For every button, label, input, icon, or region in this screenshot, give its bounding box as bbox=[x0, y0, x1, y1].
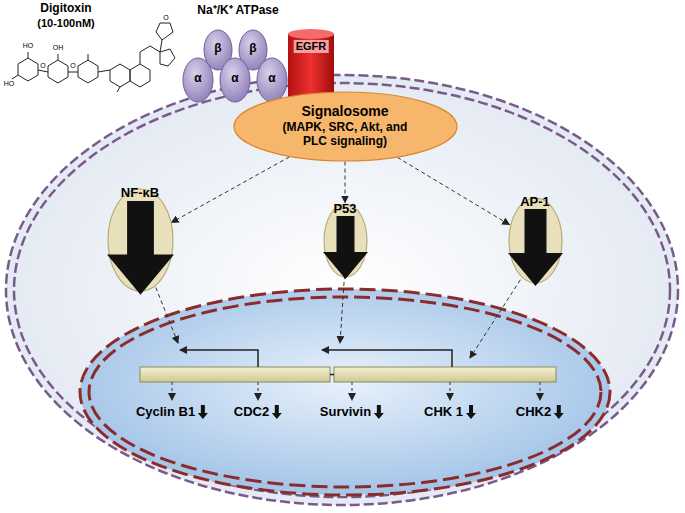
subunit-letter-holder: β bbox=[214, 42, 221, 56]
node-text: Signalosome bbox=[270, 103, 420, 120]
node-content: Signalosome(MAPK, SRC, Akt, and PLC sign… bbox=[233, 91, 458, 162]
node-text: (MAPK, SRC, Akt, and PLC signaling) bbox=[270, 120, 420, 149]
atom-label: HO bbox=[23, 42, 34, 50]
subunit-letter: α bbox=[268, 72, 275, 86]
signal-arrow bbox=[397, 157, 509, 224]
subunit-letter: β bbox=[214, 42, 221, 56]
atom-label: OH bbox=[53, 44, 64, 52]
factor-ellipse: NF-κB bbox=[107, 188, 174, 292]
decrease-arrow bbox=[272, 405, 282, 419]
subunit-letter: α bbox=[194, 72, 201, 86]
gene-product: CHK2 bbox=[516, 405, 551, 420]
subunit-letter: β bbox=[249, 42, 256, 56]
gene-box bbox=[334, 367, 556, 382]
regulation-arrow bbox=[470, 268, 528, 358]
digitoxin-structure bbox=[12, 23, 175, 92]
decrease-arrow bbox=[466, 405, 476, 419]
node-text: AP-1 bbox=[520, 194, 550, 210]
gene-product-holder: CHK2 bbox=[516, 405, 564, 420]
node-text: NF-κB bbox=[121, 185, 159, 201]
gene-product-holder: CHK 1 bbox=[424, 405, 476, 420]
subunit-letter-holder: α bbox=[194, 72, 201, 86]
gene-product-holder: Cyclin B1 bbox=[136, 405, 208, 420]
node-content: AP-1 bbox=[508, 197, 563, 284]
pump-name: Na⁺/K⁺ ATPase bbox=[197, 4, 278, 18]
egfr-top bbox=[288, 29, 334, 39]
decrease-arrow bbox=[198, 405, 208, 419]
expression-arrow bbox=[540, 382, 541, 400]
atom-label-holder: HO bbox=[23, 42, 34, 50]
expression-arrow bbox=[352, 382, 353, 400]
promoter-arrow bbox=[322, 350, 452, 367]
gene-product-holder: CDC2 bbox=[234, 405, 282, 420]
atom-label-holder: HO bbox=[4, 80, 15, 88]
atom-label-holder: O bbox=[40, 62, 45, 70]
subunit-letter: α bbox=[231, 72, 238, 86]
receptor-name-holder: EGFR bbox=[294, 40, 329, 53]
gene-product: Survivin bbox=[320, 405, 371, 420]
nucleus bbox=[80, 289, 610, 495]
decrease-arrow bbox=[374, 405, 384, 419]
gene-box bbox=[140, 367, 330, 382]
concentration: (10-100nM) bbox=[37, 17, 94, 30]
gene-product: CDC2 bbox=[234, 405, 269, 420]
expression-arrow bbox=[258, 382, 259, 400]
gene-product: CHK 1 bbox=[424, 405, 463, 420]
subunit-letter-holder: α bbox=[268, 72, 275, 86]
receptor-name: EGFR bbox=[294, 40, 329, 53]
signal-arrow bbox=[172, 157, 290, 223]
gene-product-holder: Survivin bbox=[320, 405, 384, 420]
alpha-subunit bbox=[257, 58, 287, 102]
cell-membrane bbox=[6, 75, 678, 505]
atom-label-holder: O bbox=[163, 14, 168, 22]
expression-arrow bbox=[450, 382, 451, 400]
subunit-letter-holder: α bbox=[231, 72, 238, 86]
atom-label-holder: OH bbox=[53, 44, 64, 52]
decrease-arrow bbox=[554, 405, 564, 419]
node-content: P53 bbox=[323, 203, 368, 278]
expression-arrow bbox=[172, 382, 173, 400]
factor-ellipse: AP-1 bbox=[508, 197, 563, 284]
decrease-arrow bbox=[323, 216, 368, 279]
gene-product: Cyclin B1 bbox=[136, 405, 195, 420]
node-content: NF-κB bbox=[107, 188, 174, 292]
decrease-arrow bbox=[107, 201, 174, 295]
concentration-holder: (10-100nM) bbox=[37, 17, 94, 30]
signalosome-ellipse: Signalosome(MAPK, SRC, Akt, and PLC sign… bbox=[233, 91, 458, 162]
alpha-subunit bbox=[220, 58, 250, 102]
nucleus-inner bbox=[89, 297, 601, 487]
atom-label-holder: O bbox=[70, 62, 75, 70]
node-text: P53 bbox=[333, 201, 356, 217]
atom-label: O bbox=[40, 62, 45, 70]
decrease-arrow bbox=[508, 209, 563, 286]
drug-name-holder: Digitoxin bbox=[40, 2, 91, 16]
atom-label: O bbox=[70, 62, 75, 70]
factor-ellipse: P53 bbox=[323, 203, 368, 278]
atom-label: HO bbox=[4, 80, 15, 88]
alpha-subunit bbox=[183, 58, 213, 102]
cell-membrane-inner bbox=[14, 83, 670, 497]
subunit-letter-holder: β bbox=[249, 42, 256, 56]
pump-name-holder: Na⁺/K⁺ ATPase bbox=[197, 4, 278, 18]
regulation-arrow bbox=[340, 268, 345, 343]
promoter-arrow bbox=[180, 350, 258, 367]
gene-link bbox=[330, 374, 334, 376]
drug-name: Digitoxin bbox=[40, 2, 91, 16]
signal-arrow bbox=[345, 162, 346, 203]
atom-label: O bbox=[163, 14, 168, 22]
